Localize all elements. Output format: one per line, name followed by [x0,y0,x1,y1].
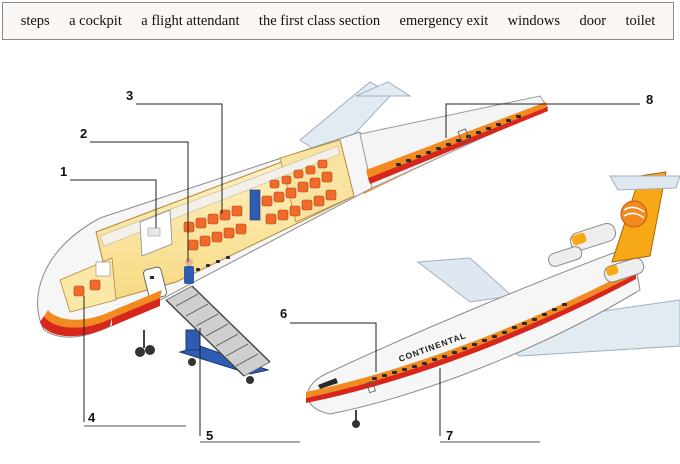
cutaway-jet [37,81,552,384]
label-number: 7 [446,428,453,443]
cutaway-jet-nose-stripe-orange [44,310,114,328]
word-bank-item: a flight attendant [141,12,240,29]
word-bank-item: windows [507,12,561,29]
flight-attendant-figure [184,258,194,284]
cutaway-jet-nose-gear [135,330,155,357]
word-bank-item: door [579,12,607,29]
word-bank-item: toilet [625,12,656,29]
background-jet-cockpit-window [318,378,338,389]
label-number: 3 [126,88,133,103]
label-leaders [70,103,640,436]
passenger-seats [183,159,337,251]
background-jet-far-wing [416,257,514,303]
word-bank-item: emergency exit [399,12,489,29]
word-bank-item: the first class section [258,12,381,29]
label-number: 1 [60,164,67,179]
background-jet-horizontal-stabilizer [609,175,680,191]
background-jet-engines [548,222,645,283]
windows-front-row [196,256,230,271]
windows-rear-row [396,115,521,166]
rear-emergency-exit [457,128,471,144]
label-numbers: 1 2 3 4 5 6 7 8 [60,88,653,443]
word-bank-item: steps [20,12,50,29]
toilet-module [139,209,173,257]
background-jet-door [366,380,376,394]
cockpit [59,257,117,313]
background-jet-windows [372,303,567,380]
label-number: 4 [88,410,96,425]
word-bank-item: a cockpit [69,12,122,29]
airplane-diagram: CONTINENTAL [37,81,680,443]
label-number: 5 [206,428,213,443]
word-bank: steps a cockpit a flight attendant the f… [2,2,674,40]
cabin-bulkhead [249,189,261,221]
steps [165,285,271,384]
background-jet-stripe-orange [306,268,636,398]
label-number: 6 [280,306,287,321]
label-number: 2 [80,126,87,141]
cutaway-jet-nose-stripe-red [40,316,112,337]
answer-blanks [84,425,540,443]
background-jet: CONTINENTAL [306,171,680,428]
background-jet-nose-gear [352,410,360,428]
label-number: 8 [646,92,653,107]
